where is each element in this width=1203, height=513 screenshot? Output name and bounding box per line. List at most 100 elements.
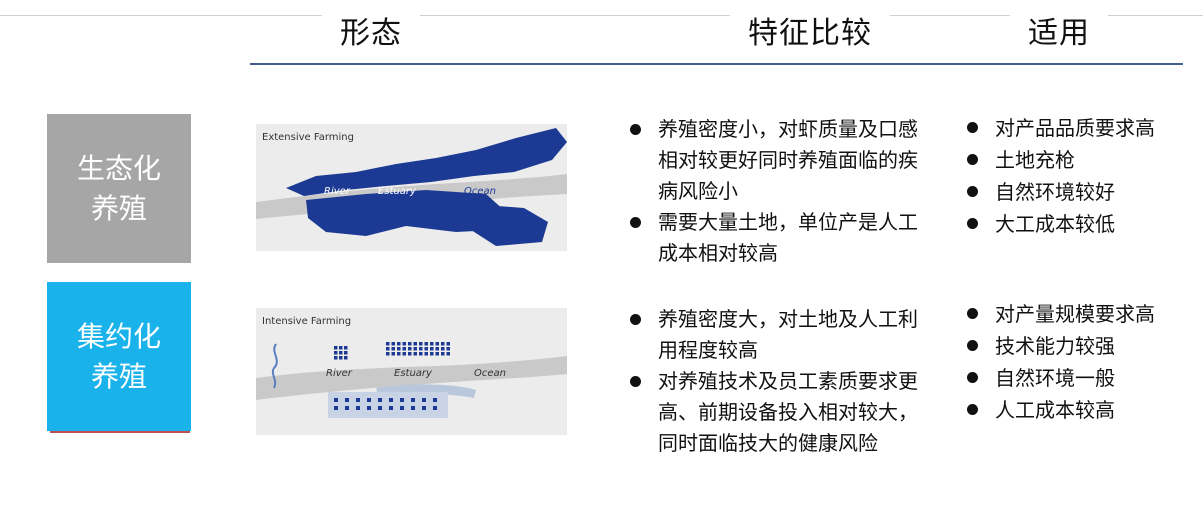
- tank-dot: [441, 347, 445, 351]
- figure-label-estuary: Estuary: [394, 368, 433, 379]
- tank-dot: [408, 352, 412, 356]
- tank-dot: [441, 342, 445, 346]
- tank-dot: [334, 398, 338, 402]
- row-label-line2: 养殖: [90, 359, 147, 393]
- tank-dot: [433, 406, 437, 410]
- tank-dot: [397, 352, 401, 356]
- row-label-underline: [50, 431, 190, 433]
- figure-label-river: River: [324, 186, 351, 197]
- tank-dot: [430, 342, 434, 346]
- feature-item: 需要大量土地，单位产是人工成本相对较高: [626, 207, 926, 269]
- tank-dot: [422, 406, 426, 410]
- tank-dot: [446, 347, 450, 351]
- features-list-ecological: 养殖密度小，对虾质量及口感相对较更好同时养殖面临的疾病风险小 需要大量土地，单位…: [626, 114, 926, 269]
- applicable-item: 对产量规模要求高: [963, 298, 1193, 330]
- tank-dot: [367, 406, 371, 410]
- tank-dot: [430, 347, 434, 351]
- applicable-item: 技术能力较强: [963, 330, 1193, 362]
- tank-dot: [344, 346, 348, 350]
- tank-dot: [378, 406, 382, 410]
- header-applicable: 适用: [1010, 10, 1108, 58]
- tank-dot: [402, 342, 406, 346]
- tank-dot: [344, 356, 348, 360]
- tank-dot: [435, 347, 439, 351]
- tank-dot: [356, 398, 360, 402]
- tank-dot: [334, 356, 338, 360]
- tank-dot: [422, 398, 426, 402]
- row-label-intensive: 集约化 养殖: [47, 282, 191, 431]
- applicable-list-intensive: 对产量规模要求高 技术能力较强 自然环境一般 人工成本较高: [963, 298, 1193, 426]
- tank-dot: [339, 351, 343, 355]
- tank-dot: [389, 406, 393, 410]
- tank-dot: [433, 398, 437, 402]
- tank-dot: [408, 342, 412, 346]
- tank-dot: [446, 352, 450, 356]
- feature-item: 养殖密度小，对虾质量及口感相对较更好同时养殖面临的疾病风险小: [626, 114, 926, 207]
- tank-dot: [389, 398, 393, 402]
- figure-title: Intensive Farming: [262, 316, 351, 327]
- tank-dot: [345, 406, 349, 410]
- tank-dot: [397, 347, 401, 351]
- tank-dot: [419, 342, 423, 346]
- top-divider: [0, 15, 1203, 16]
- tank-dot: [441, 352, 445, 356]
- tank-dot: [411, 398, 415, 402]
- feature-item: 养殖密度大，对土地及人工利用程度较高: [626, 304, 926, 366]
- tank-dot: [391, 352, 395, 356]
- features-list-intensive: 养殖密度大，对土地及人工利用程度较高 对养殖技术及员工素质要求更高、前期设备投入…: [626, 304, 926, 459]
- tank-dot: [424, 352, 428, 356]
- applicable-item: 自然环境一般: [963, 362, 1193, 394]
- row-label-line1: 集约化: [76, 319, 161, 353]
- extensive-farming-figure: Extensive Farming River Estuary Ocean: [256, 124, 567, 251]
- tank-dot: [334, 406, 338, 410]
- figure-label-river: River: [326, 368, 353, 379]
- tank-dot: [344, 351, 348, 355]
- figure-title: Extensive Farming: [262, 132, 354, 143]
- tank-dot: [430, 352, 434, 356]
- tank-dot: [446, 342, 450, 346]
- row-label-ecological: 生态化 养殖: [47, 114, 191, 263]
- header-comparison: 特征比较: [730, 10, 890, 58]
- tank-dot: [339, 346, 343, 350]
- tank-dot: [397, 342, 401, 346]
- header-rule: [250, 63, 1183, 65]
- tank-dot: [435, 342, 439, 346]
- tank-dot: [402, 352, 406, 356]
- tank-dot: [356, 406, 360, 410]
- figure-label-ocean: Ocean: [464, 186, 496, 197]
- tank-dot: [419, 352, 423, 356]
- tank-dot: [424, 342, 428, 346]
- tank-dot: [386, 342, 390, 346]
- tank-dot: [378, 398, 382, 402]
- figure-label-ocean: Ocean: [474, 368, 506, 379]
- tank-dot: [419, 347, 423, 351]
- applicable-list-ecological: 对产品品质要求高 土地充枪 自然环境较好 大工成本较低: [963, 112, 1193, 240]
- tank-dot: [424, 347, 428, 351]
- tank-dot: [435, 352, 439, 356]
- tank-dot: [339, 356, 343, 360]
- tank-dot: [413, 352, 417, 356]
- row-label-line1: 生态化: [76, 151, 161, 185]
- applicable-item: 对产品品质要求高: [963, 112, 1193, 144]
- tank-dot: [334, 351, 338, 355]
- applicable-item: 土地充枪: [963, 144, 1193, 176]
- tank-dot: [391, 342, 395, 346]
- tank-dot: [411, 406, 415, 410]
- tank-dot: [367, 398, 371, 402]
- tank-dot: [408, 347, 412, 351]
- tank-dot: [334, 346, 338, 350]
- row-label-line2: 养殖: [90, 191, 147, 225]
- applicable-item: 自然环境较好: [963, 176, 1193, 208]
- header-form: 形态: [322, 10, 420, 58]
- figure-label-estuary: Estuary: [378, 186, 417, 197]
- tank-dot: [391, 347, 395, 351]
- tank-dot: [386, 347, 390, 351]
- tank-dot: [386, 352, 390, 356]
- applicable-item: 人工成本较高: [963, 394, 1193, 426]
- tank-dot: [402, 347, 406, 351]
- tank-dot: [400, 398, 404, 402]
- tank-dot: [413, 347, 417, 351]
- tank-dot: [400, 406, 404, 410]
- tank-dot: [345, 398, 349, 402]
- intensive-farming-figure: Intensive Farming River Estuary Ocean: [256, 308, 567, 435]
